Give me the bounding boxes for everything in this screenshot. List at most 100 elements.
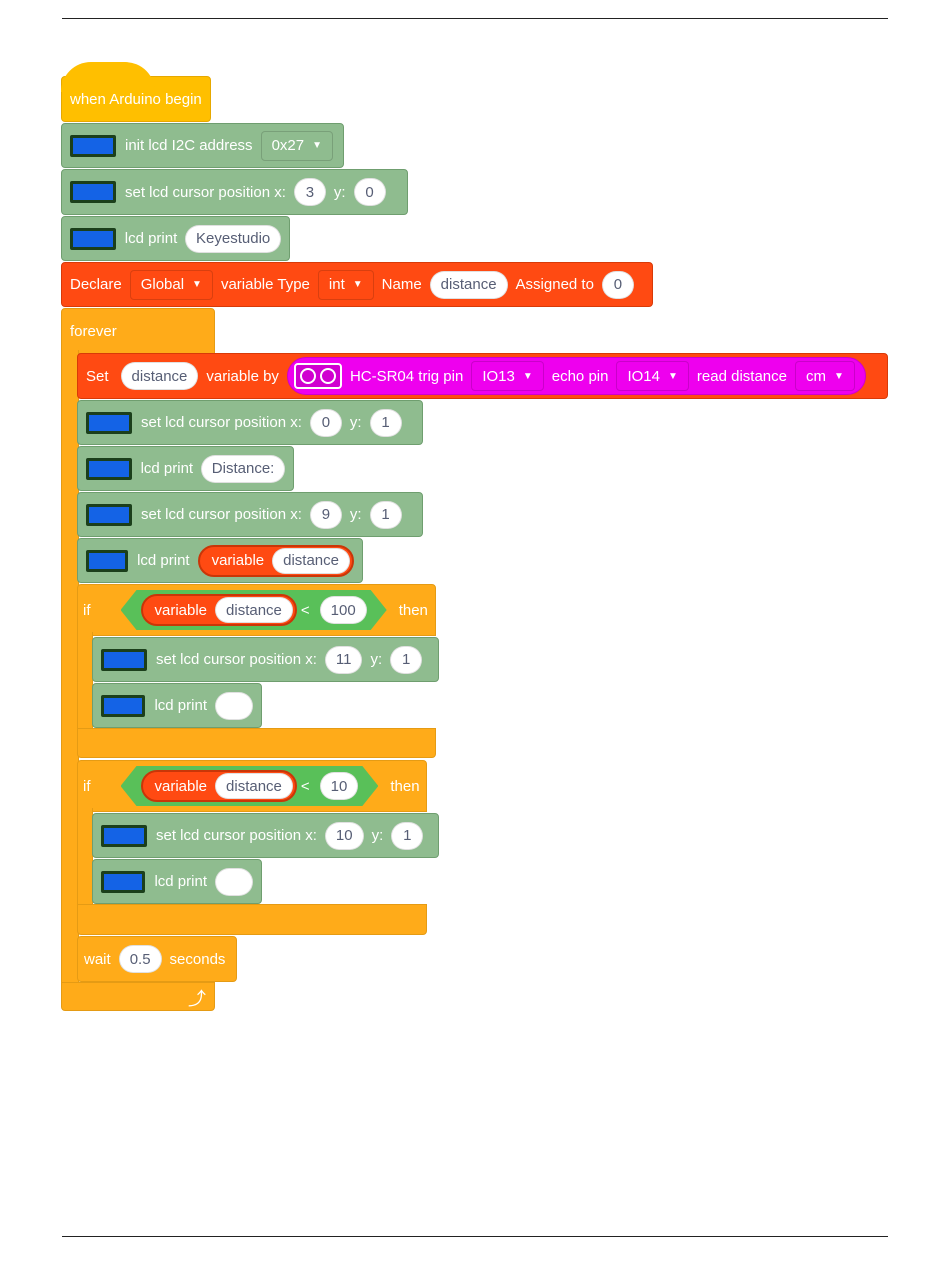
name-label: Name [381,276,422,293]
cursor-y-input[interactable]: 1 [369,408,402,437]
lcd-display-icon [101,870,146,893]
trig-pin-value: IO13 [482,367,515,385]
variable-name-input[interactable]: distance [272,547,350,574]
variable-reporter[interactable]: variable distance [197,544,354,577]
less-than-operator: < [300,601,310,619]
i2c-address-dropdown[interactable]: 0x27 ▼ [260,130,333,161]
declare-label: Declare [70,276,122,293]
variable-name-input[interactable]: distance [429,270,508,299]
lcd-display-icon [86,503,132,526]
caret-down-icon: ▼ [192,279,202,290]
set-cursor-label: set lcd cursor position x: [141,506,302,523]
set-cursor-block[interactable]: set lcd cursor position x: 11 y: 1 [92,637,439,682]
cursor-y-label: y: [371,827,384,844]
init-lcd-block[interactable]: init lcd I2C address 0x27 ▼ [61,123,344,168]
type-dropdown[interactable]: int ▼ [317,269,374,300]
scope-value: Global [140,276,185,293]
cursor-y-input[interactable]: 1 [391,821,424,850]
set-variable-name-input[interactable]: distance [120,362,199,390]
cursor-y-input[interactable]: 1 [390,645,423,674]
lcd-display-icon [101,648,147,671]
cursor-x-input[interactable]: 10 [324,821,364,850]
initial-value-input[interactable]: 0 [601,270,634,299]
compare-value-input[interactable]: 100 [320,596,367,624]
set-cursor-label: set lcd cursor position x: [125,183,286,201]
cursor-x-input[interactable]: 0 [309,408,342,437]
lcd-print-label: lcd print [154,697,207,714]
compare-block[interactable]: variable distance < 100 [121,590,387,630]
cursor-y-label: y: [370,651,383,668]
cursor-x-input[interactable]: 3 [293,178,326,206]
i2c-address-value: 0x27 [271,137,305,154]
cursor-y-input[interactable]: 1 [369,500,402,529]
lcd-print-label: lcd print [137,552,190,569]
set-cursor-label: set lcd cursor position x: [156,651,317,668]
lcd-print-block[interactable]: lcd print variable distance [77,538,363,583]
print-text-input[interactable]: Distance: [201,454,285,483]
wait-block[interactable]: wait 0.5 seconds [77,936,237,982]
hat-label: when Arduino begin [70,90,202,108]
variable-reporter[interactable]: variable distance [141,594,297,626]
set-cursor-block[interactable]: set lcd cursor position x: 10 y: 1 [92,813,439,858]
scope-dropdown[interactable]: Global ▼ [129,269,213,300]
lcd-display-icon [86,457,132,480]
if-left-arm [77,808,93,908]
declare-variable-block[interactable]: Declare Global ▼ variable Type int ▼ Nam… [61,262,653,307]
then-label: then [390,777,420,795]
unit-dropdown[interactable]: cm ▼ [794,361,855,391]
bottom-rule [62,1236,888,1237]
cursor-x-input[interactable]: 9 [309,500,342,529]
init-lcd-label: init lcd I2C address [125,137,253,154]
set-cursor-label: set lcd cursor position x: [141,414,302,431]
cursor-y-label: y: [333,183,346,201]
lcd-print-block[interactable]: lcd print [92,859,262,904]
less-than-operator: < [300,777,310,795]
variable-name-input[interactable]: distance [215,597,293,623]
variable-label: variable [154,601,208,619]
set-cursor-label: set lcd cursor position x: [156,827,317,844]
sensor-label: HC-SR04 trig pin [349,367,464,385]
cursor-x-input[interactable]: 11 [324,645,363,674]
print-text-input[interactable] [215,691,253,720]
lcd-print-label: lcd print [140,460,194,477]
cursor-y-input[interactable]: 0 [353,178,386,206]
if-header: if variable distance < 100 then [77,584,436,636]
cursor-y-label: y: [349,506,362,523]
forever-bottom [61,982,215,1011]
lcd-display-icon [86,549,129,572]
print-text-input[interactable] [215,867,253,896]
compare-block[interactable]: variable distance < 10 [121,766,379,806]
hat-cap [61,62,155,92]
lcd-print-block[interactable]: lcd print [92,683,262,728]
lcd-display-icon [101,694,146,717]
compare-value-input[interactable]: 10 [320,772,359,800]
echo-pin-dropdown[interactable]: IO14 ▼ [616,361,689,391]
assign-label: Assigned to [515,276,594,293]
lcd-print-label: lcd print [154,873,207,890]
if-label: if [83,601,91,619]
forever-block[interactable]: forever [61,308,215,354]
set-cursor-block[interactable]: set lcd cursor position x: 3 y: 0 [61,169,408,215]
if-header: if variable distance < 10 then [77,760,427,812]
set-label: Set [86,367,109,385]
variable-reporter[interactable]: variable distance [141,770,297,802]
wait-seconds-input[interactable]: 0.5 [118,945,162,973]
ultrasonic-sensor-icon [293,363,342,389]
lcd-print-block[interactable]: lcd print Distance: [77,446,294,491]
lcd-print-block[interactable]: lcd print Keyestudio [61,216,290,261]
trig-pin-dropdown[interactable]: IO13 ▼ [471,361,544,391]
variable-label: variable [211,552,265,569]
echo-pin-value: IO14 [627,367,660,385]
if-left-arm [77,632,93,732]
set-variable-block[interactable]: Set distance variable by HC-SR04 trig pi… [77,353,888,399]
variable-name-input[interactable]: distance [215,773,293,799]
if-bottom [77,728,436,758]
set-cursor-block[interactable]: set lcd cursor position x: 0 y: 1 [77,400,423,445]
lcd-display-icon [101,824,147,847]
caret-down-icon: ▼ [833,370,844,382]
print-text-input[interactable]: Keyestudio [185,224,281,253]
set-cursor-block[interactable]: set lcd cursor position x: 9 y: 1 [77,492,423,537]
loop-arrow-icon: ⤴ [188,989,206,1009]
ultrasonic-read-block[interactable]: HC-SR04 trig pin IO13 ▼ echo pin IO14 ▼ … [286,357,866,395]
if-label: if [83,777,91,795]
